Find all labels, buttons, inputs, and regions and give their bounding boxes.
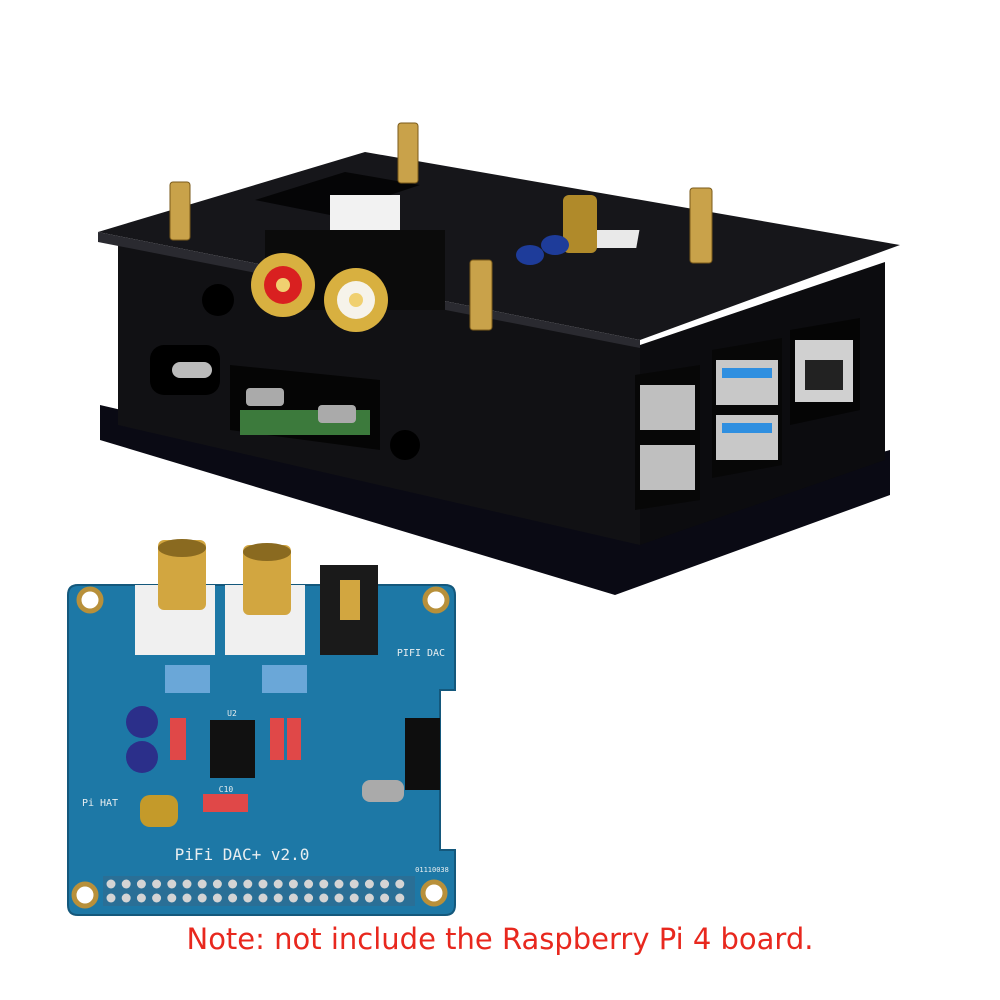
gpio-pin [380, 893, 390, 903]
gpio-pin [349, 893, 359, 903]
gpio-pin [228, 893, 238, 903]
board-tag: PIFI DAC [397, 648, 445, 659]
gpio-pin [395, 879, 405, 889]
board-title: PiFi DAC+ v2.0 [175, 845, 310, 864]
gpio-pin [319, 893, 329, 903]
gpio-pin [364, 879, 374, 889]
gpio-pin [152, 893, 162, 903]
gpio-pin [167, 879, 177, 889]
gpio-pin [349, 879, 359, 889]
gpio-pin [243, 879, 253, 889]
gpio-pin [197, 879, 207, 889]
gpio-pin [395, 893, 405, 903]
gpio-pin [334, 893, 344, 903]
gpio-pin [243, 893, 253, 903]
gpio-pin [182, 879, 192, 889]
gpio-pin [304, 879, 314, 889]
gpio-pin [380, 879, 390, 889]
gpio-pin [212, 893, 222, 903]
dac-board: PiFi DAC+ v2.0 PIFI DAC Pi HAT 01110038 … [67, 539, 456, 916]
gpio-pin [182, 893, 192, 903]
gpio-pin [258, 879, 268, 889]
rca-connectors-case [251, 195, 445, 332]
gpio-pin [121, 893, 131, 903]
gpio-pin [167, 893, 177, 903]
gpio-pin [197, 893, 207, 903]
gpio-pin [288, 879, 298, 889]
gpio-pin [152, 879, 162, 889]
gpio-pin [136, 893, 146, 903]
gpio-pin [364, 893, 374, 903]
caption-note: Note: not include the Raspberry Pi 4 boa… [186, 922, 814, 956]
gpio-pin [258, 893, 268, 903]
c10-label: C10 [219, 785, 234, 794]
capacitor [563, 195, 597, 253]
gpio-header [103, 876, 415, 906]
brass-standoffs [169, 122, 713, 331]
gpio-pin [334, 879, 344, 889]
serial-number: 01110038 [415, 866, 449, 874]
acrylic-case [98, 152, 900, 595]
gpio-pin [319, 879, 329, 889]
gpio-pin [273, 893, 283, 903]
gpio-pin [304, 893, 314, 903]
gpio-pin [121, 879, 131, 889]
hat-tag: Pi HAT [82, 798, 118, 809]
gpio-pin [136, 879, 146, 889]
chip-label: U2 [227, 709, 237, 718]
gpio-pin [273, 879, 283, 889]
gpio-pin [212, 879, 222, 889]
gpio-pin [288, 893, 298, 903]
gpio-pin [228, 879, 238, 889]
gpio-pin [106, 893, 116, 903]
gpio-pin [106, 879, 116, 889]
